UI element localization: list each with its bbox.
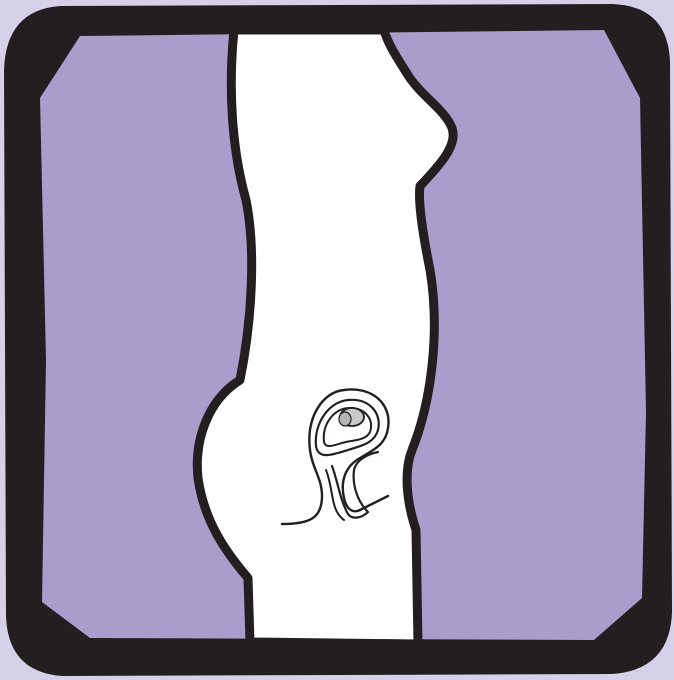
embryo-head <box>339 412 351 426</box>
